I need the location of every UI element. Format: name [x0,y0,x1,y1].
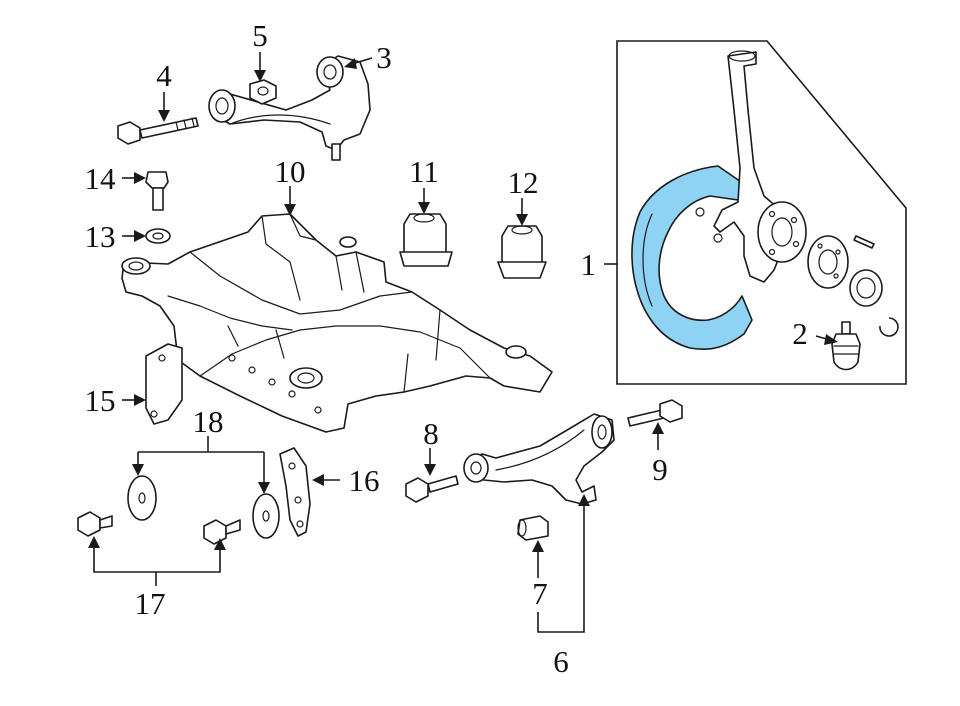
bolt-part[interactable] [203,519,241,545]
washer-part[interactable] [127,475,157,521]
bracket-part[interactable] [279,447,311,537]
callout-label-6: 6 [553,644,569,679]
callout-label-9: 9 [652,452,668,487]
bushing-part[interactable] [399,213,453,267]
washer-part[interactable] [252,493,280,539]
callout-label-12: 12 [508,165,539,200]
callout-label-4: 4 [156,58,172,93]
ball-joint-part[interactable] [831,321,861,371]
bushing-part[interactable] [517,515,549,541]
bolt-part[interactable] [145,171,169,211]
callout-label-1: 1 [581,247,597,282]
snap-ring-part[interactable] [879,317,899,337]
callout-label-14: 14 [85,161,117,196]
lower-control-arm-part[interactable] [463,413,615,505]
knuckle-detail-inset [616,40,907,385]
subframe-part[interactable] [121,213,553,433]
hub-flange-part[interactable] [757,201,807,263]
callout-label-2: 2 [792,316,808,351]
nut-part[interactable] [249,79,277,105]
bolt-part[interactable] [77,511,113,537]
callout-label-16: 16 [349,463,380,498]
callout-label-11: 11 [409,154,439,189]
callout-label-5: 5 [252,18,268,53]
callout-labels: 1 2 3 4 5 6 7 8 9 10 11 12 13 14 15 16 1… [85,18,808,679]
callout-label-3: 3 [376,40,392,75]
callout-label-17: 17 [135,586,166,621]
bolt-part[interactable] [405,475,459,503]
callout-label-8: 8 [423,416,439,451]
upper-control-arm-part[interactable] [208,55,371,161]
callout-label-18: 18 [193,404,224,439]
wheel-hub-part[interactable] [807,235,849,289]
bracket-part[interactable] [145,343,183,425]
pin-part[interactable] [853,235,875,249]
callout-label-7: 7 [532,576,548,611]
callout-label-13: 13 [85,219,116,254]
bolt-part[interactable] [627,399,683,427]
callout-label-10: 10 [275,154,306,189]
washer-part[interactable] [145,228,171,244]
bushing-part[interactable] [497,225,547,279]
bearing-part[interactable] [849,269,883,307]
callout-leaders [88,52,838,633]
bolt-part[interactable] [117,117,199,145]
callout-label-15: 15 [85,383,116,418]
splash-shield-part[interactable] [631,165,753,350]
